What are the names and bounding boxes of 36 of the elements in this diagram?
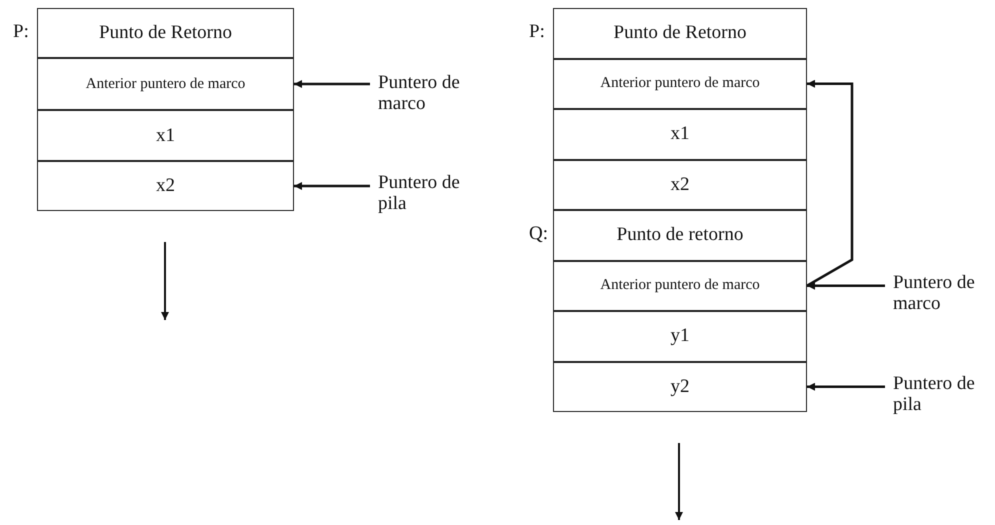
- cell-text: x2: [156, 175, 175, 197]
- arrow: [294, 182, 370, 190]
- stack-cell: [553, 362, 807, 412]
- stack-cell: [553, 210, 807, 260]
- cell-text: x1: [156, 124, 175, 146]
- pointer-label: Puntero de marco: [378, 72, 460, 120]
- cell-text: x1: [670, 123, 690, 146]
- frame-label: P:: [13, 21, 29, 43]
- stack-cell: [37, 161, 294, 211]
- arrow: [807, 382, 885, 391]
- stack-cell: [553, 160, 807, 210]
- cell-text: Anterior puntero de marco: [600, 277, 760, 294]
- stack-cell: [553, 109, 807, 160]
- stack-cell: [553, 58, 807, 109]
- cell-text: y2: [670, 376, 690, 398]
- stack-cell: [553, 311, 807, 362]
- pointer-label: Puntero de pila: [893, 373, 975, 421]
- frame-label: P:: [529, 21, 545, 44]
- cell-text: Punto de Retorno: [614, 22, 746, 44]
- cell-text: y1: [670, 325, 690, 348]
- cell-text: Punto de retorno: [616, 224, 744, 246]
- arrow: [294, 80, 370, 88]
- stack-cell: [37, 8, 294, 58]
- pointer-label: Puntero de pila: [378, 172, 460, 220]
- cell-text: Anterior puntero de marco: [86, 76, 246, 92]
- stack-cell: [553, 8, 807, 58]
- stack-cell: [553, 260, 807, 311]
- cell-text: Punto de Retorno: [99, 22, 232, 44]
- stack-cell: [37, 110, 294, 161]
- arrow: [807, 282, 885, 290]
- arrow: [806, 80, 854, 287]
- stack-cell: [37, 58, 294, 110]
- pointer-label: Puntero de marco: [893, 272, 975, 320]
- cell-text: Anterior puntero de marco: [600, 75, 760, 92]
- frame-label: Q:: [529, 223, 548, 246]
- cell-text: x2: [670, 174, 690, 196]
